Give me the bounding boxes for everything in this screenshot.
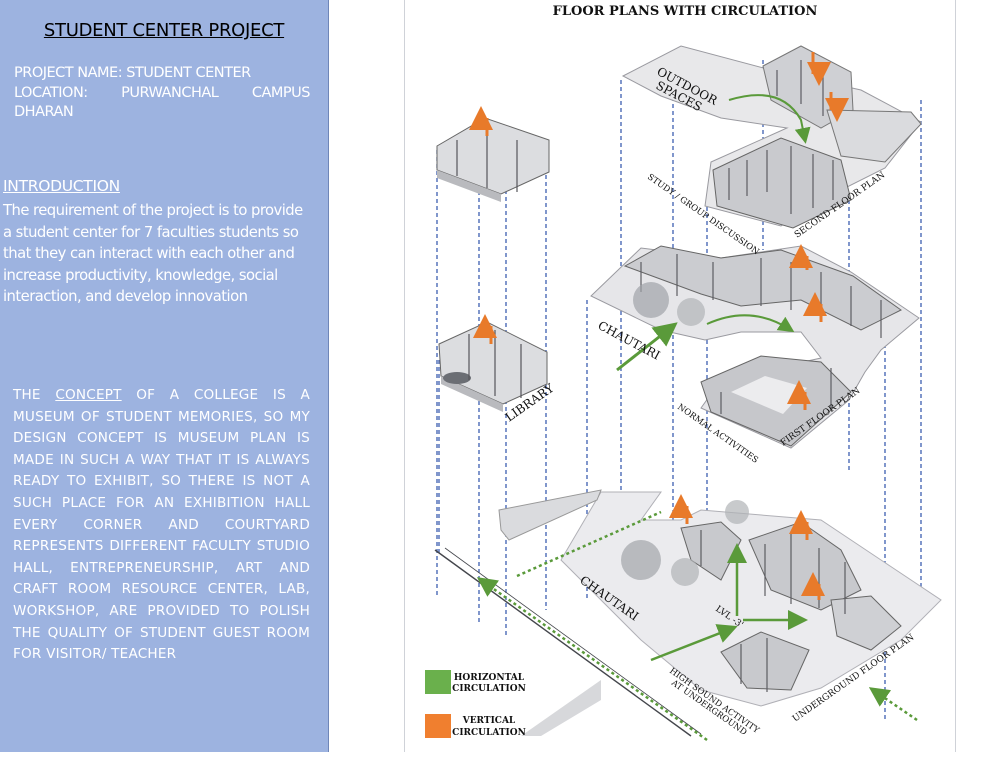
floor-plan-drawing: FLOOR PLANS WITH CIRCULATION [404, 0, 956, 752]
project-title: STUDENT CENTER PROJECT [43, 20, 285, 41]
underground-floor-plan [434, 489, 942, 742]
library-block [438, 314, 548, 412]
legend-horizontal-2: CIRCULATION [452, 684, 526, 694]
legend-vertical-1: VERTICAL [462, 716, 516, 726]
location-end: CAMPUS [251, 84, 311, 101]
exploded-axonometric: FLOOR PLANS WITH CIRCULATION [425, 4, 942, 742]
intro-heading: INTRODUCTION [3, 177, 120, 195]
circulation-legend: HORIZONTAL CIRCULATION VERTICAL CIRCULAT… [425, 670, 526, 738]
horizontal-circulation-swatch [425, 670, 451, 694]
concept-post: OF A COLLEGE IS A MUSEUM OF STUDENT MEMO… [13, 387, 310, 663]
project-info-panel: STUDENT CENTER PROJECT PROJECT NAME: STU… [0, 0, 329, 752]
legend-horizontal-1: HORIZONTAL [454, 673, 525, 683]
location-mid: PURWANCHAL [121, 84, 219, 101]
intro-text: The requirement of the project is to pro… [3, 202, 303, 306]
location-label: LOCATION: [14, 84, 88, 101]
concept-text: THE CONCEPT OF A COLLEGE IS A MUSEUM OF … [13, 385, 310, 666]
concept-pre: THE [13, 387, 56, 403]
project-location: LOCATION: PURWANCHAL CAMPUS [14, 84, 310, 104]
project-meta: PROJECT NAME: STUDENT CENTER LOCATION: P… [14, 64, 310, 123]
legend-vertical-2: CIRCULATION [452, 728, 526, 738]
concept-word: CONCEPT [55, 387, 122, 403]
vertical-circulation-swatch [425, 714, 451, 738]
drawing-title: FLOOR PLANS WITH CIRCULATION [553, 4, 818, 19]
stair-block-upper [436, 106, 550, 202]
project-name: PROJECT NAME: STUDENT CENTER [14, 65, 251, 81]
first-floor-plan [590, 244, 920, 449]
location-city: DHARAN [14, 104, 74, 120]
second-floor-plan [621, 45, 922, 229]
